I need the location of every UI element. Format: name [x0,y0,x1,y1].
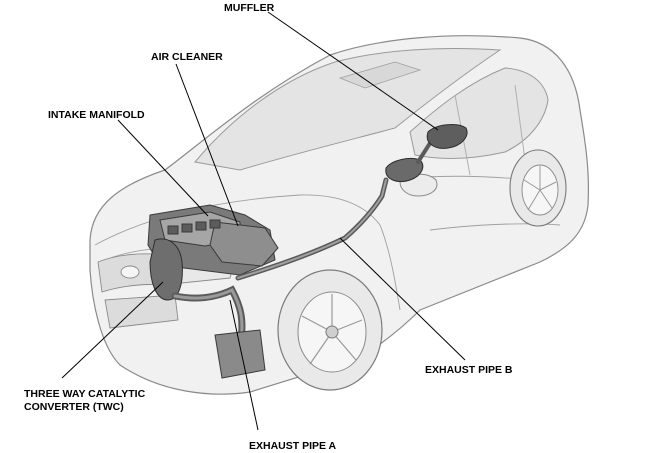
leader-intake-manifold [117,119,209,217]
label-air-cleaner: AIR CLEANER [151,51,223,63]
resonator [385,157,424,182]
catalytic-converter [149,238,183,301]
label-twc-line1: THREE WAY CATALYTIC [24,388,146,400]
label-twc: THREE WAY CATALYTIC CONVERTER (TWC) [24,388,145,414]
front-wheel [277,269,383,391]
leader-twc [61,281,164,379]
leader-lines [61,11,466,431]
leader-exhaust-pipe-b [339,237,466,361]
label-intake-manifold: INTAKE MANIFOLD [48,109,145,121]
leader-air-cleaner [175,63,239,227]
front-subframe [214,329,266,379]
label-twc-line2: CONVERTER (TWC) [24,401,124,413]
leader-exhaust-pipe-a [229,299,259,431]
leader-muffler [267,11,439,131]
muffler-part [426,124,468,149]
sunroof [338,61,422,89]
label-exhaust-pipe-a: EXHAUST PIPE A [249,440,337,452]
label-muffler: MUFFLER [224,2,275,14]
rear-wheel [509,149,567,227]
label-exhaust-pipe-b: EXHAUST PIPE B [425,364,513,376]
